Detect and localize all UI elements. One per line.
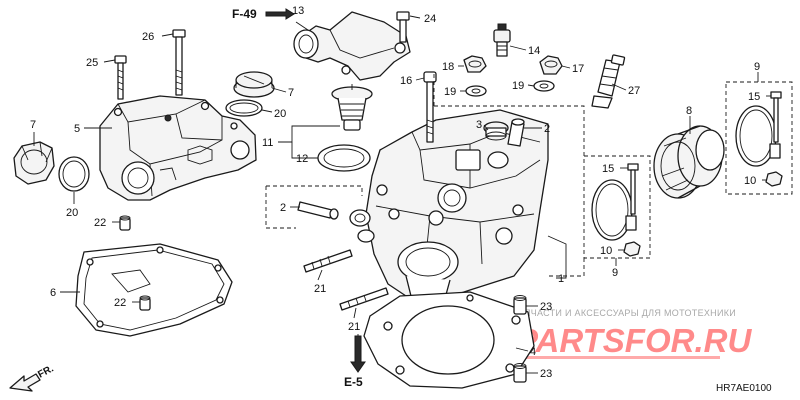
callout-24: 24 bbox=[424, 13, 436, 25]
dowel-23-upper bbox=[513, 295, 527, 315]
callout-8: 8 bbox=[686, 105, 692, 117]
cylinder-head-gasket bbox=[363, 291, 535, 389]
reference-e5-label: E-5 bbox=[344, 375, 363, 389]
callout-22-upper: 22 bbox=[94, 217, 106, 229]
callout-26: 26 bbox=[142, 31, 154, 43]
callout-4: 4 bbox=[530, 346, 536, 358]
callout-23-lower: 23 bbox=[540, 368, 552, 380]
callout-labels: 1 2 2 3 4 5 6 7 7 8 9 9 10 10 11 12 13 1… bbox=[30, 5, 760, 380]
o-ring-20-left bbox=[58, 156, 90, 192]
callout-5: 5 bbox=[74, 123, 80, 135]
callout-12: 12 bbox=[296, 153, 308, 165]
cylinder-head bbox=[349, 109, 549, 313]
reference-f49-label: F-49 bbox=[232, 7, 257, 21]
thermostat-seal bbox=[317, 144, 371, 172]
callout-15-right: 15 bbox=[748, 91, 760, 103]
callout-10-lower: 10 bbox=[600, 245, 612, 257]
reference-e5: E-5 bbox=[344, 335, 366, 389]
bolt-16 bbox=[423, 71, 437, 143]
thermostat-cover bbox=[293, 11, 411, 81]
clamp-band-9-lower bbox=[583, 155, 651, 259]
nut-10-lower bbox=[623, 241, 641, 257]
head-cover-gasket bbox=[75, 243, 233, 337]
o-ring-20-upper bbox=[225, 99, 263, 117]
callout-18: 18 bbox=[442, 61, 454, 73]
callout-21-upper: 21 bbox=[314, 283, 326, 295]
callout-17: 17 bbox=[572, 63, 584, 75]
callout-9-right: 9 bbox=[754, 61, 760, 73]
cylinder-head-cover bbox=[99, 95, 257, 201]
thermostat bbox=[331, 84, 373, 131]
callout-14: 14 bbox=[528, 45, 540, 57]
callout-11: 11 bbox=[262, 137, 273, 149]
carburetor-insulator-8 bbox=[653, 125, 725, 199]
spark-plug-27 bbox=[591, 54, 626, 109]
callout-19-right: 19 bbox=[512, 80, 524, 92]
callout-10-right: 10 bbox=[744, 175, 756, 187]
cap-nut-3 bbox=[483, 121, 509, 141]
callout-9-lower: 9 bbox=[612, 267, 618, 279]
valve-guide-left bbox=[297, 201, 339, 220]
washer-19-left bbox=[465, 85, 487, 97]
screw-15-lower bbox=[627, 163, 639, 215]
stud-bolt-21-upper bbox=[303, 249, 353, 273]
bolt-26 bbox=[172, 29, 186, 96]
callout-6: 6 bbox=[50, 287, 56, 299]
oil-filler-cap-upper bbox=[233, 71, 275, 98]
front-direction-arrow: FR. bbox=[9, 363, 56, 392]
dowel-22-upper bbox=[119, 215, 131, 231]
callout-25: 25 bbox=[86, 57, 98, 69]
callout-21-lower: 21 bbox=[348, 321, 360, 333]
callout-16: 16 bbox=[400, 75, 412, 87]
callout-1: 1 bbox=[558, 273, 564, 285]
callout-15-lower: 15 bbox=[602, 163, 614, 175]
nut-10-right bbox=[765, 171, 783, 187]
callout-23-upper: 23 bbox=[540, 301, 552, 313]
temperature-sensor-14 bbox=[493, 23, 511, 57]
callout-20-left: 20 bbox=[66, 207, 78, 219]
stud-bolt-21-lower bbox=[339, 287, 389, 311]
callout-27: 27 bbox=[628, 85, 640, 97]
callout-7-upper: 7 bbox=[288, 87, 294, 99]
callout-13: 13 bbox=[292, 5, 304, 17]
watermark: ЗАПЧАСТИ И АКСЕССУАРЫ ДЛЯ МОТОТЕХНИКИ PA… bbox=[512, 308, 752, 359]
clamp-band-9-right bbox=[725, 81, 793, 195]
callout-7-left: 7 bbox=[30, 119, 36, 131]
callout-20-upper: 20 bbox=[274, 108, 286, 120]
diagram-code: HR7AE0100 bbox=[716, 383, 772, 394]
watermark-underline bbox=[520, 356, 720, 359]
bolt-24 bbox=[396, 11, 410, 43]
screw-15-right bbox=[770, 91, 782, 143]
valve-guide-right bbox=[507, 118, 525, 147]
leader-lines bbox=[33, 15, 771, 374]
callout-2-right: 2 bbox=[544, 123, 550, 135]
callout-3: 3 bbox=[476, 119, 482, 131]
dowel-22-lower bbox=[139, 295, 151, 311]
reference-f49: F-49 bbox=[232, 7, 295, 21]
watermark-tagline: ЗАПЧАСТИ И АКСЕССУАРЫ ДЛЯ МОТОТЕХНИКИ bbox=[512, 308, 736, 318]
dowel-23-lower bbox=[513, 363, 527, 383]
sealing-cap-18 bbox=[463, 55, 487, 73]
callout-19-left: 19 bbox=[444, 86, 456, 98]
callout-2-left: 2 bbox=[280, 202, 286, 214]
oil-filler-cap-left bbox=[13, 141, 55, 185]
sealing-cap-17 bbox=[539, 55, 563, 75]
callout-22-lower: 22 bbox=[114, 297, 126, 309]
washer-19-right bbox=[533, 80, 555, 92]
assembly-outline-head bbox=[265, 72, 585, 277]
bolt-25 bbox=[114, 55, 127, 100]
front-direction-label: FR. bbox=[36, 363, 56, 380]
watermark-logo: PARTSFOR.RU bbox=[516, 322, 752, 359]
